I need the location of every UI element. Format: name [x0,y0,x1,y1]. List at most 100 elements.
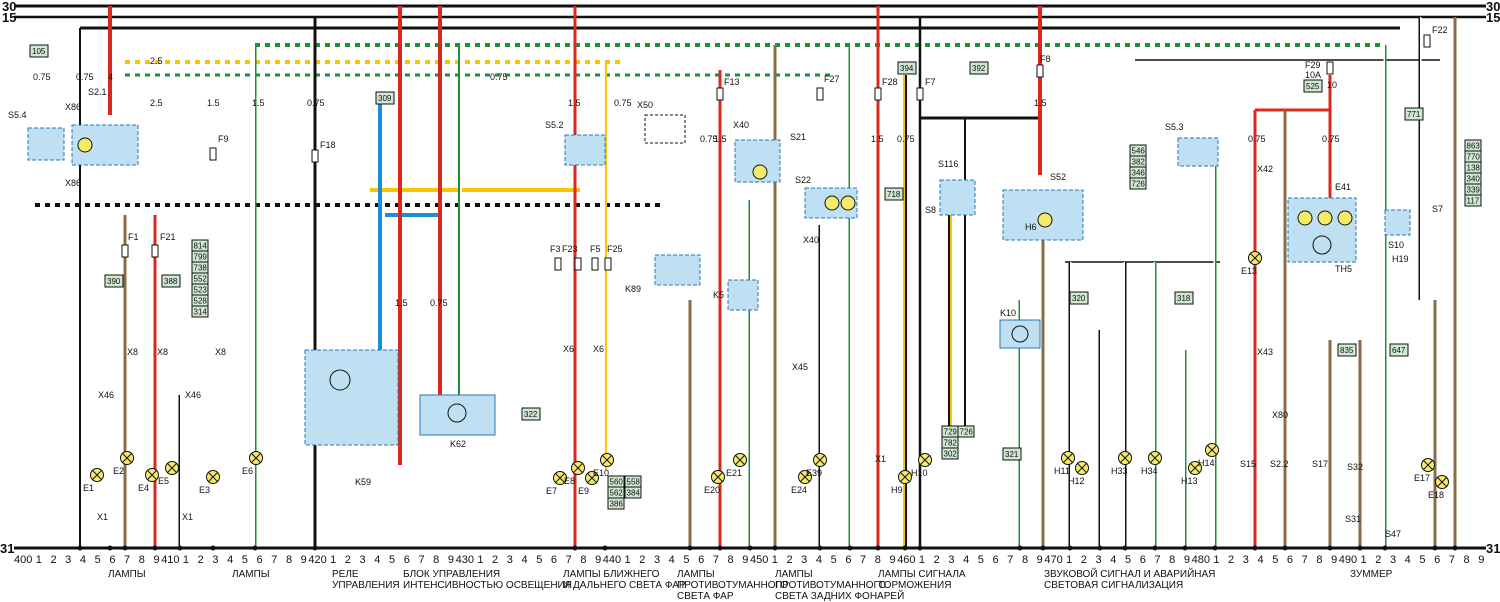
lamp-H14: H14 [1198,443,1219,468]
scale-minor: 8 [433,554,439,566]
svg-text:F18: F18 [320,140,336,150]
stack-tiny-item: 384 [624,486,642,499]
stack-horn-item: 546 [1129,144,1147,157]
svg-text:340: 340 [1467,175,1481,184]
scale-minor: 6 [698,554,704,566]
scale-minor: 6 [404,554,410,566]
ground-node [772,545,778,551]
scale-minor: 6 [1434,554,1440,566]
scale-minor: 6 [845,554,851,566]
lamp-E10: E10 [593,453,614,478]
switch-labels: S15 S2.2 S17 S32 S31 S47 [1240,459,1401,539]
scale-minor: 5 [389,554,395,566]
scale-minor: 2 [492,554,498,566]
ground-node [1432,545,1438,551]
svg-text:314: 314 [194,308,208,317]
ground-node [122,545,128,551]
scale-major: 490 [1339,554,1357,566]
lamp-E9: E9 [578,471,599,496]
stack-horn-item: 726 [1129,177,1147,190]
svg-text:S10: S10 [1388,240,1404,250]
svg-text:782: 782 [944,439,958,448]
component-S52: S52 H6 [1002,172,1084,241]
fuse-F13: F13 [716,77,740,101]
scale-major: 410 [161,554,179,566]
scale-minor: 8 [1022,554,1028,566]
svg-text:E20: E20 [704,485,720,495]
scale-minor: 1 [477,554,483,566]
scale-minor: 8 [1316,554,1322,566]
tag-322: 322 [521,407,541,421]
scale-minor: 1 [330,554,336,566]
scale-minor: 3 [1390,554,1396,566]
lamp-H9: H9 [891,470,912,495]
svg-text:321: 321 [1005,450,1019,459]
svg-text:K10: K10 [1000,308,1016,318]
ground-node [1152,545,1158,551]
scale-minor: 7 [713,554,719,566]
scale-minor: 6 [1287,554,1293,566]
ground-node [177,545,183,551]
svg-text:E4: E4 [138,483,149,493]
stack-right-item: 339 [1464,183,1482,196]
caption-lamps-2: ЛАМПЫ [232,569,270,580]
tag-392: 392 [969,61,989,75]
stack-tiny-item: 562 [607,486,625,499]
ground-node [817,545,823,551]
svg-text:X1: X1 [875,454,886,464]
lamp-E8: E8 [564,461,585,486]
ground-node [1252,545,1258,551]
stack-left-item: 528 [191,294,209,307]
svg-text:E9: E9 [578,486,589,496]
ground-node [1182,545,1188,551]
tag-105: 105 [29,44,49,58]
svg-text:0.75: 0.75 [307,98,325,108]
scale-minor: 1 [1361,554,1367,566]
svg-text:390: 390 [107,277,121,286]
stack-brake-item: 729 [941,425,959,438]
svg-text:F25: F25 [607,244,623,254]
scale-minor: 4 [963,554,969,566]
svg-text:X1: X1 [182,512,193,522]
scale-minor: 9 [1331,554,1337,566]
stack-right-item: 770 [1464,150,1482,163]
svg-text:562: 562 [610,489,624,498]
switch-S15: S15 [1240,459,1256,469]
scale-minor: 6 [1140,554,1146,566]
scale-minor: 7 [1449,554,1455,566]
fuse-F7: F7 [916,77,936,101]
scale-minor: 6 [551,554,557,566]
scale-minor: 2 [1375,554,1381,566]
lamp-E2: E2 [113,451,134,476]
wire-tags: 105 309 390 388 322 394 392 718 320 318 … [29,44,1424,461]
ground-node [917,545,923,551]
svg-text:F3: F3 [550,244,561,254]
scale-minor: 8 [286,554,292,566]
stack-left-item: 738 [191,261,209,274]
svg-text:X8: X8 [157,347,168,357]
svg-text:H14: H14 [1198,458,1215,468]
stack-right-item: 340 [1464,172,1482,185]
scale-minor: 9 [742,554,748,566]
scale-minor: 7 [124,554,130,566]
tag-647: 647 [1389,343,1409,357]
svg-text:138: 138 [1467,164,1481,173]
scale-major: 400 [14,554,32,566]
svg-text:H13: H13 [1181,476,1198,486]
scale-minor: 4 [816,554,822,566]
svg-text:TH5: TH5 [1335,264,1352,274]
scale-minor: 4 [374,554,380,566]
scale-minor: 9 [1037,554,1043,566]
svg-text:394: 394 [900,64,914,73]
ground-node [1040,545,1046,551]
ground-node [687,545,693,551]
scale-minor: 3 [801,554,807,566]
ground-node [210,545,216,551]
lamp-H11: H11 [1054,451,1075,476]
wire-size-labels: 0.75 0.75 4 2.5 2.5 1.5 1.5 0.75 0.75 0.… [33,56,1340,308]
tag-318: 318 [1174,291,1194,305]
scale-minor: 5 [831,554,837,566]
svg-text:E18: E18 [1428,490,1444,500]
scale-minor: 9 [1478,554,1484,566]
